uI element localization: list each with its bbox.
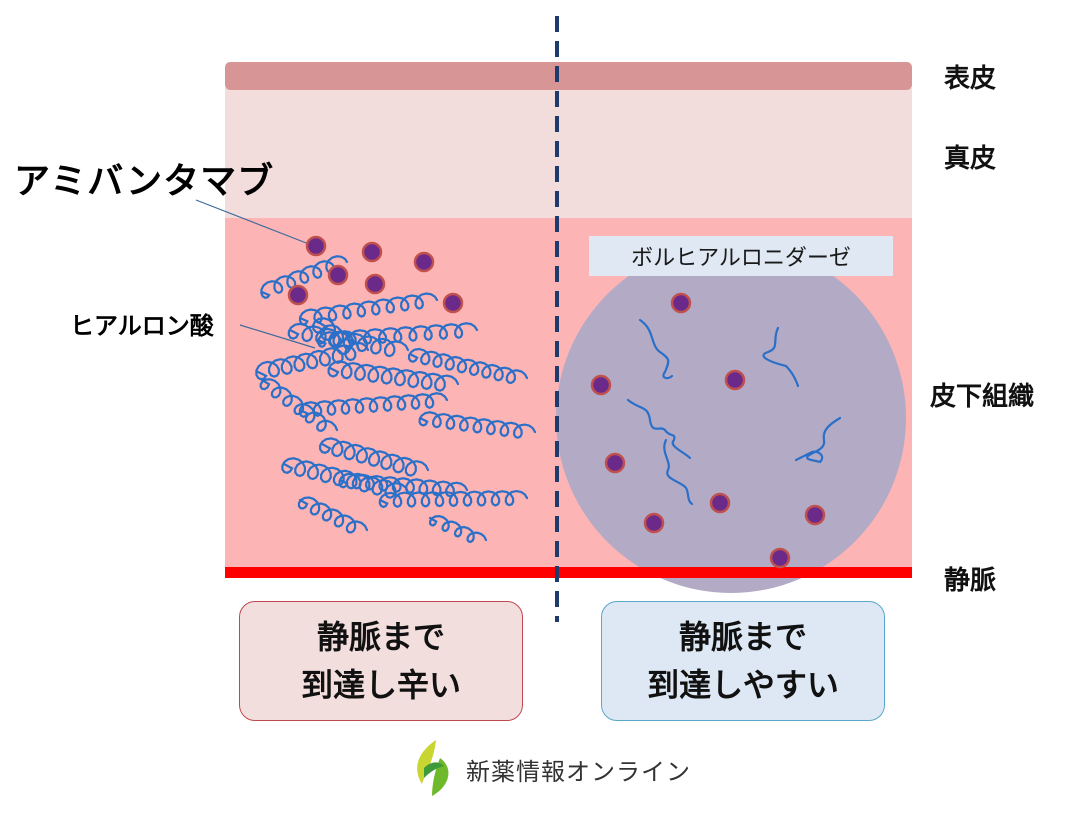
drug-molecule	[364, 273, 386, 295]
label-vein: 静脈	[944, 566, 997, 596]
chain-fragment	[638, 318, 674, 380]
result-box-left: 静脈まで 到達し辛い	[239, 601, 523, 721]
ha-chain	[298, 392, 449, 418]
ha-chain	[327, 360, 460, 392]
ha-chain	[418, 411, 537, 439]
drug-molecule	[804, 504, 826, 526]
ha-chain	[255, 341, 370, 381]
result-box-right: 静脈まで 到達しやすい	[601, 601, 885, 721]
result-right-line1: 静脈まで	[678, 618, 807, 656]
chain-fragment	[794, 416, 842, 464]
ha-chain	[318, 437, 430, 477]
drug-molecule	[327, 264, 349, 286]
epidermis-layer	[225, 62, 912, 90]
chain-fragment	[663, 438, 694, 506]
ha-chain	[311, 317, 361, 355]
result-left-line1: 静脈まで	[316, 618, 445, 656]
drug-callout-label: アミバンタマブ	[14, 161, 275, 202]
drug-molecule	[361, 241, 383, 263]
drug-molecule	[709, 492, 731, 514]
hyaluronic-acid-label: ヒアルロン酸	[70, 312, 214, 340]
dermis-layer	[225, 88, 912, 218]
result-left-line2: 到達し辛い	[300, 666, 461, 704]
chain-fragment	[762, 326, 800, 388]
leaf-logo-icon	[417, 740, 449, 796]
label-epidermis: 表皮	[944, 64, 997, 94]
drug-molecule	[724, 369, 746, 391]
ha-chain	[297, 496, 369, 534]
label-subcutaneous: 皮下組織	[930, 382, 1035, 412]
ha-chain	[407, 347, 529, 385]
drug-molecule	[604, 452, 626, 474]
drug-molecule	[305, 235, 327, 257]
drug-molecule	[670, 292, 692, 314]
ha-chain	[428, 514, 488, 544]
drug-molecule	[590, 374, 612, 396]
ha-chain	[298, 292, 439, 326]
drug-molecule	[413, 251, 435, 273]
hyaluronic-acid-network	[255, 255, 537, 544]
drug-molecule	[643, 512, 665, 534]
drug-leader-line	[195, 199, 315, 247]
result-right-line2: 到達しやすい	[647, 666, 839, 704]
brand-name: 新薬情報オンライン	[466, 758, 691, 786]
label-dermis: 真皮	[944, 144, 997, 174]
ha-chain	[378, 489, 529, 509]
drug-molecules	[287, 235, 826, 569]
ha-leader-line	[239, 324, 316, 349]
drug-molecule	[769, 547, 791, 569]
ha-chain	[338, 472, 469, 498]
enzyme-region	[556, 243, 906, 593]
drug-molecule	[287, 284, 309, 306]
vein-line	[225, 567, 912, 578]
fragmented-chains	[626, 318, 842, 506]
chain-fragment	[626, 398, 692, 460]
drug-molecule	[442, 292, 464, 314]
enzyme-label: ボルヒアルロニダーゼ	[589, 236, 893, 276]
